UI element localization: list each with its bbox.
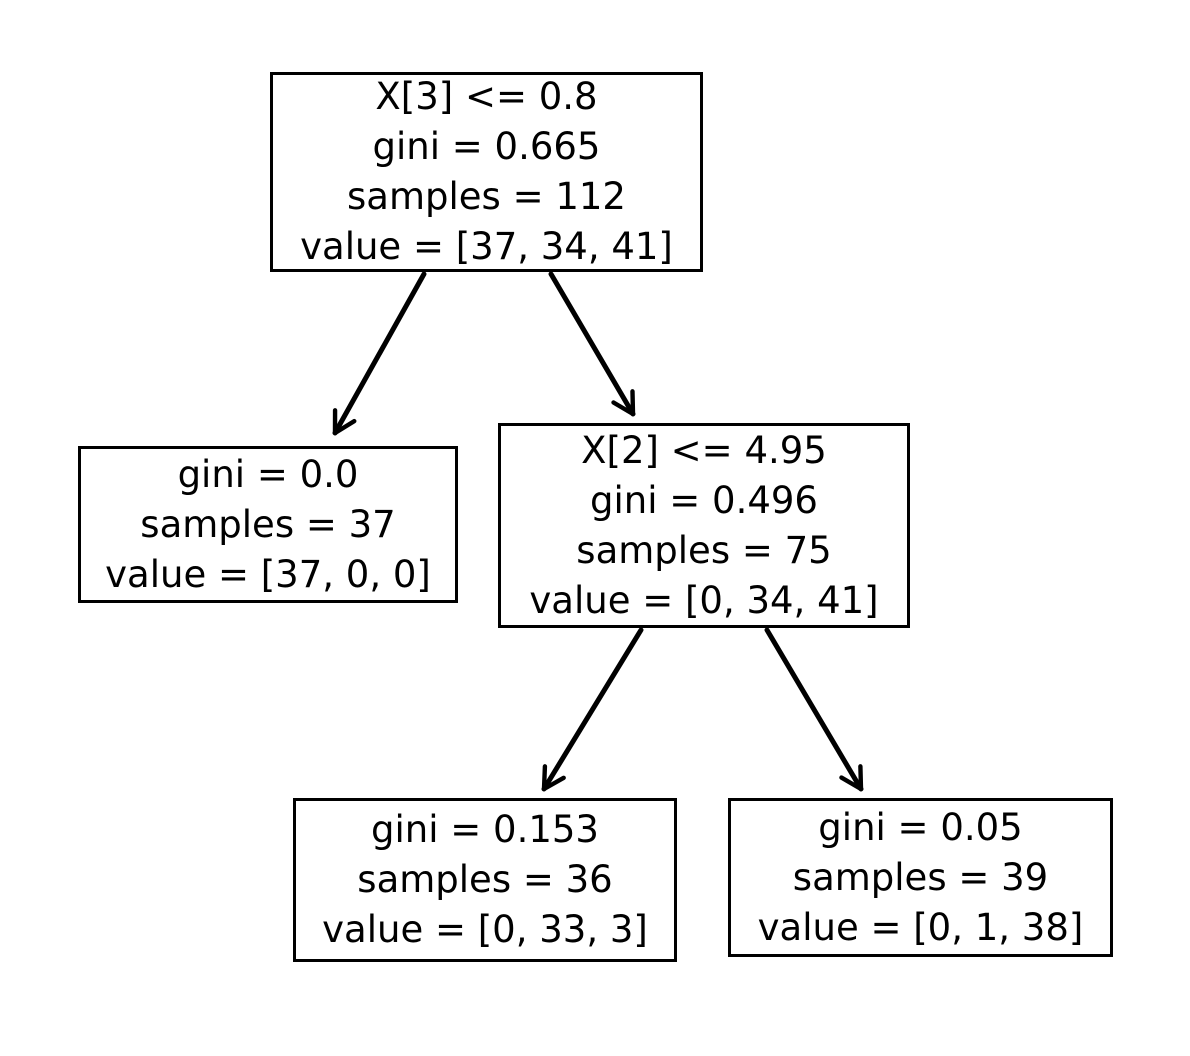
tree-node-right-split: X[2] <= 4.95 gini = 0.496 samples = 75 v…: [498, 423, 910, 628]
node-value: value = [0, 33, 3]: [322, 908, 648, 951]
node-value: value = [37, 34, 41]: [300, 225, 673, 268]
node-gini: gini = 0.665: [372, 125, 601, 168]
node-gini: gini = 0.0: [177, 452, 359, 496]
node-value: value = [0, 1, 38]: [757, 905, 1084, 949]
node-gini: gini = 0.153: [371, 808, 599, 851]
edge-right-split-to-right-right-leaf: [764, 627, 864, 792]
node-split-condition: X[2] <= 4.95: [581, 428, 827, 472]
tree-node-right-right-leaf: gini = 0.05 samples = 39 value = [0, 1, …: [728, 798, 1113, 957]
node-split-condition: X[3] <= 0.8: [375, 75, 598, 118]
node-value: value = [37, 0, 0]: [105, 552, 431, 596]
edge-root-to-right-split: [548, 271, 636, 417]
tree-node-root: X[3] <= 0.8 gini = 0.665 samples = 112 v…: [270, 72, 703, 272]
tree-node-left-leaf: gini = 0.0 samples = 37 value = [37, 0, …: [78, 446, 458, 603]
node-gini: gini = 0.05: [818, 805, 1023, 849]
node-samples: samples = 75: [576, 528, 832, 572]
node-value: value = [0, 34, 41]: [529, 578, 879, 622]
node-samples: samples = 37: [140, 502, 396, 546]
edge-right-split-to-right-left-leaf: [541, 627, 644, 792]
node-samples: samples = 112: [347, 175, 626, 218]
node-samples: samples = 39: [792, 855, 1049, 899]
edge-root-to-left-leaf: [332, 271, 427, 436]
node-gini: gini = 0.496: [590, 478, 818, 522]
tree-node-right-left-leaf: gini = 0.153 samples = 36 value = [0, 33…: [293, 798, 677, 962]
node-samples: samples = 36: [357, 858, 613, 901]
